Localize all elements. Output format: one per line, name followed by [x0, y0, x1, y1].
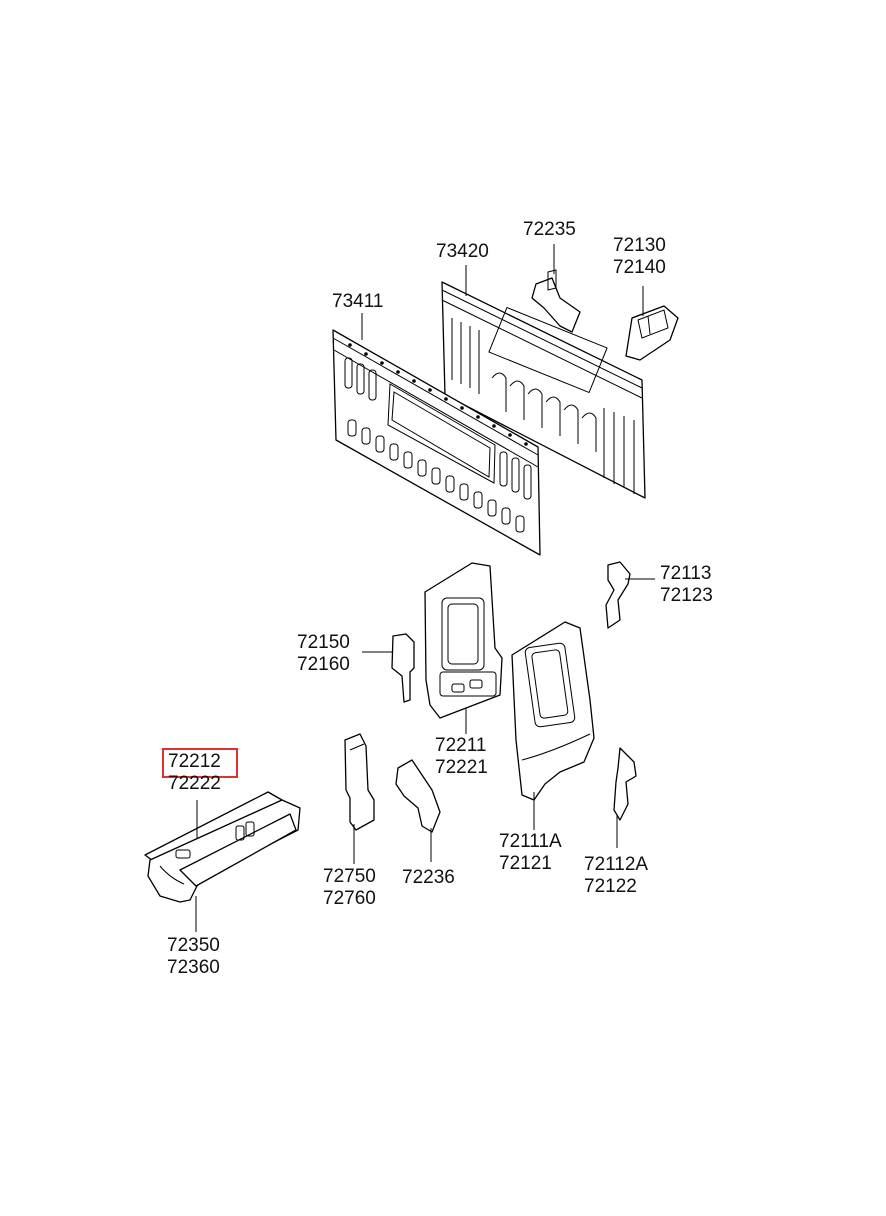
- part-72211-inner-panel: [424, 562, 503, 719]
- part-72150-bracket: [391, 633, 415, 703]
- selected-part-highlight: [162, 748, 238, 778]
- leader-lines: [195, 244, 655, 932]
- callout-72235[interactable]: 72235: [523, 219, 576, 241]
- part-number-alt: 72222: [168, 773, 221, 794]
- part-number: 72350: [167, 935, 220, 956]
- part-number: 72211: [435, 735, 487, 756]
- part-72750-strip: [344, 733, 375, 831]
- callout-72350-72360[interactable]: 72350 72360: [167, 935, 220, 979]
- part-72235-bracket: [531, 269, 581, 333]
- callout-72111A-72121[interactable]: 72111A 72121: [499, 831, 562, 875]
- part-number-alt: 72221: [435, 757, 488, 778]
- part-number-alt: 72360: [167, 957, 220, 978]
- callout-72150-72160[interactable]: 72150 72160: [297, 632, 350, 676]
- part-number: 72235: [523, 219, 576, 240]
- part-73411-panel: [332, 329, 541, 556]
- callout-73411[interactable]: 73411: [332, 291, 383, 313]
- callout-72113-72123[interactable]: 72113 72123: [660, 563, 713, 607]
- part-72111A-outer-panel: [511, 621, 595, 801]
- part-number: 73420: [436, 241, 489, 262]
- part-number-highlighted: 72212: [168, 751, 221, 772]
- part-number: 72236: [402, 867, 455, 888]
- callout-72211-72221[interactable]: 72211 72221: [435, 735, 488, 779]
- part-number: 72130: [613, 235, 666, 256]
- part-72212-rail-assembly: [144, 791, 301, 903]
- callout-72236[interactable]: 72236: [402, 867, 455, 889]
- callout-73420[interactable]: 73420: [436, 241, 489, 263]
- part-number: 72111A: [499, 831, 562, 852]
- callout-72112A-72122[interactable]: 72112A 72122: [584, 854, 648, 898]
- callout-72212-72222[interactable]: 72212 72222: [168, 751, 221, 795]
- part-72112A-bracket: [613, 747, 637, 821]
- part-72113-bracket: [605, 561, 631, 629]
- callout-72750-72760[interactable]: 72750 72760: [323, 866, 376, 910]
- part-number-alt: 72160: [297, 654, 350, 675]
- part-72236-bracket: [395, 759, 441, 833]
- part-number: 72112A: [584, 854, 649, 875]
- part-number: 73411: [332, 291, 384, 312]
- part-number-alt: 72140: [613, 257, 666, 278]
- part-number-alt: 72123: [660, 585, 713, 606]
- part-number-alt: 72121: [499, 853, 552, 874]
- part-number: 72150: [297, 632, 350, 653]
- part-number-alt: 72760: [323, 888, 376, 909]
- part-72130-bracket: [625, 305, 679, 361]
- part-73420-rear-panel: [441, 281, 646, 499]
- part-number: 72750: [323, 866, 376, 887]
- callout-72130-72140[interactable]: 72130 72140: [613, 235, 666, 279]
- part-number-alt: 72122: [584, 876, 637, 897]
- part-number: 72113: [660, 563, 712, 584]
